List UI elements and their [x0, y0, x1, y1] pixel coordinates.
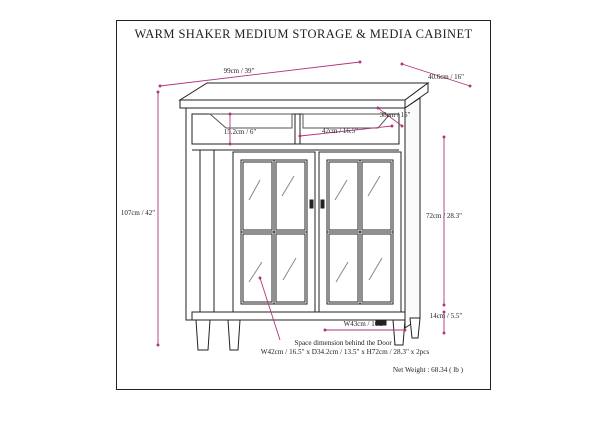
cabinet-top: [178, 82, 430, 101]
space-note-line1: Space dimension behind the Door :: [294, 339, 395, 347]
right-door: [318, 151, 402, 313]
width-label: 99cm / 39": [224, 67, 255, 75]
inner-width-label: W43cm / 16.9": [344, 320, 387, 328]
depth-label: 40.6cm / 16": [428, 73, 464, 81]
net-weight: Net Weight : 68.34 ( lb ): [393, 366, 464, 374]
opening-width-label: 42cm / 16.5": [322, 127, 358, 135]
left-door: [232, 151, 316, 313]
cabinet-height-label: 72cm / 28.3": [426, 212, 462, 220]
opening-height-label: 15.2cm / 6": [224, 128, 257, 136]
right-handle: [320, 199, 325, 209]
space-note-line2: W42cm / 16.5" x D34.2cm / 13.5" x H72cm …: [261, 348, 430, 356]
dimension-lines: [156, 60, 472, 347]
cabinet-body: [178, 82, 430, 351]
left-handle: [309, 199, 314, 209]
height-label: 107cm / 42": [121, 209, 155, 217]
shelf-depth-label: 38cm / 15": [380, 111, 411, 119]
leg-height-label: 14cm / 5.5": [430, 312, 463, 320]
leg-front-left: [195, 319, 211, 351]
cabinet-top-front: [179, 99, 406, 109]
diagram-title: WARM SHAKER MEDIUM STORAGE & MEDIA CABIN…: [134, 27, 473, 41]
